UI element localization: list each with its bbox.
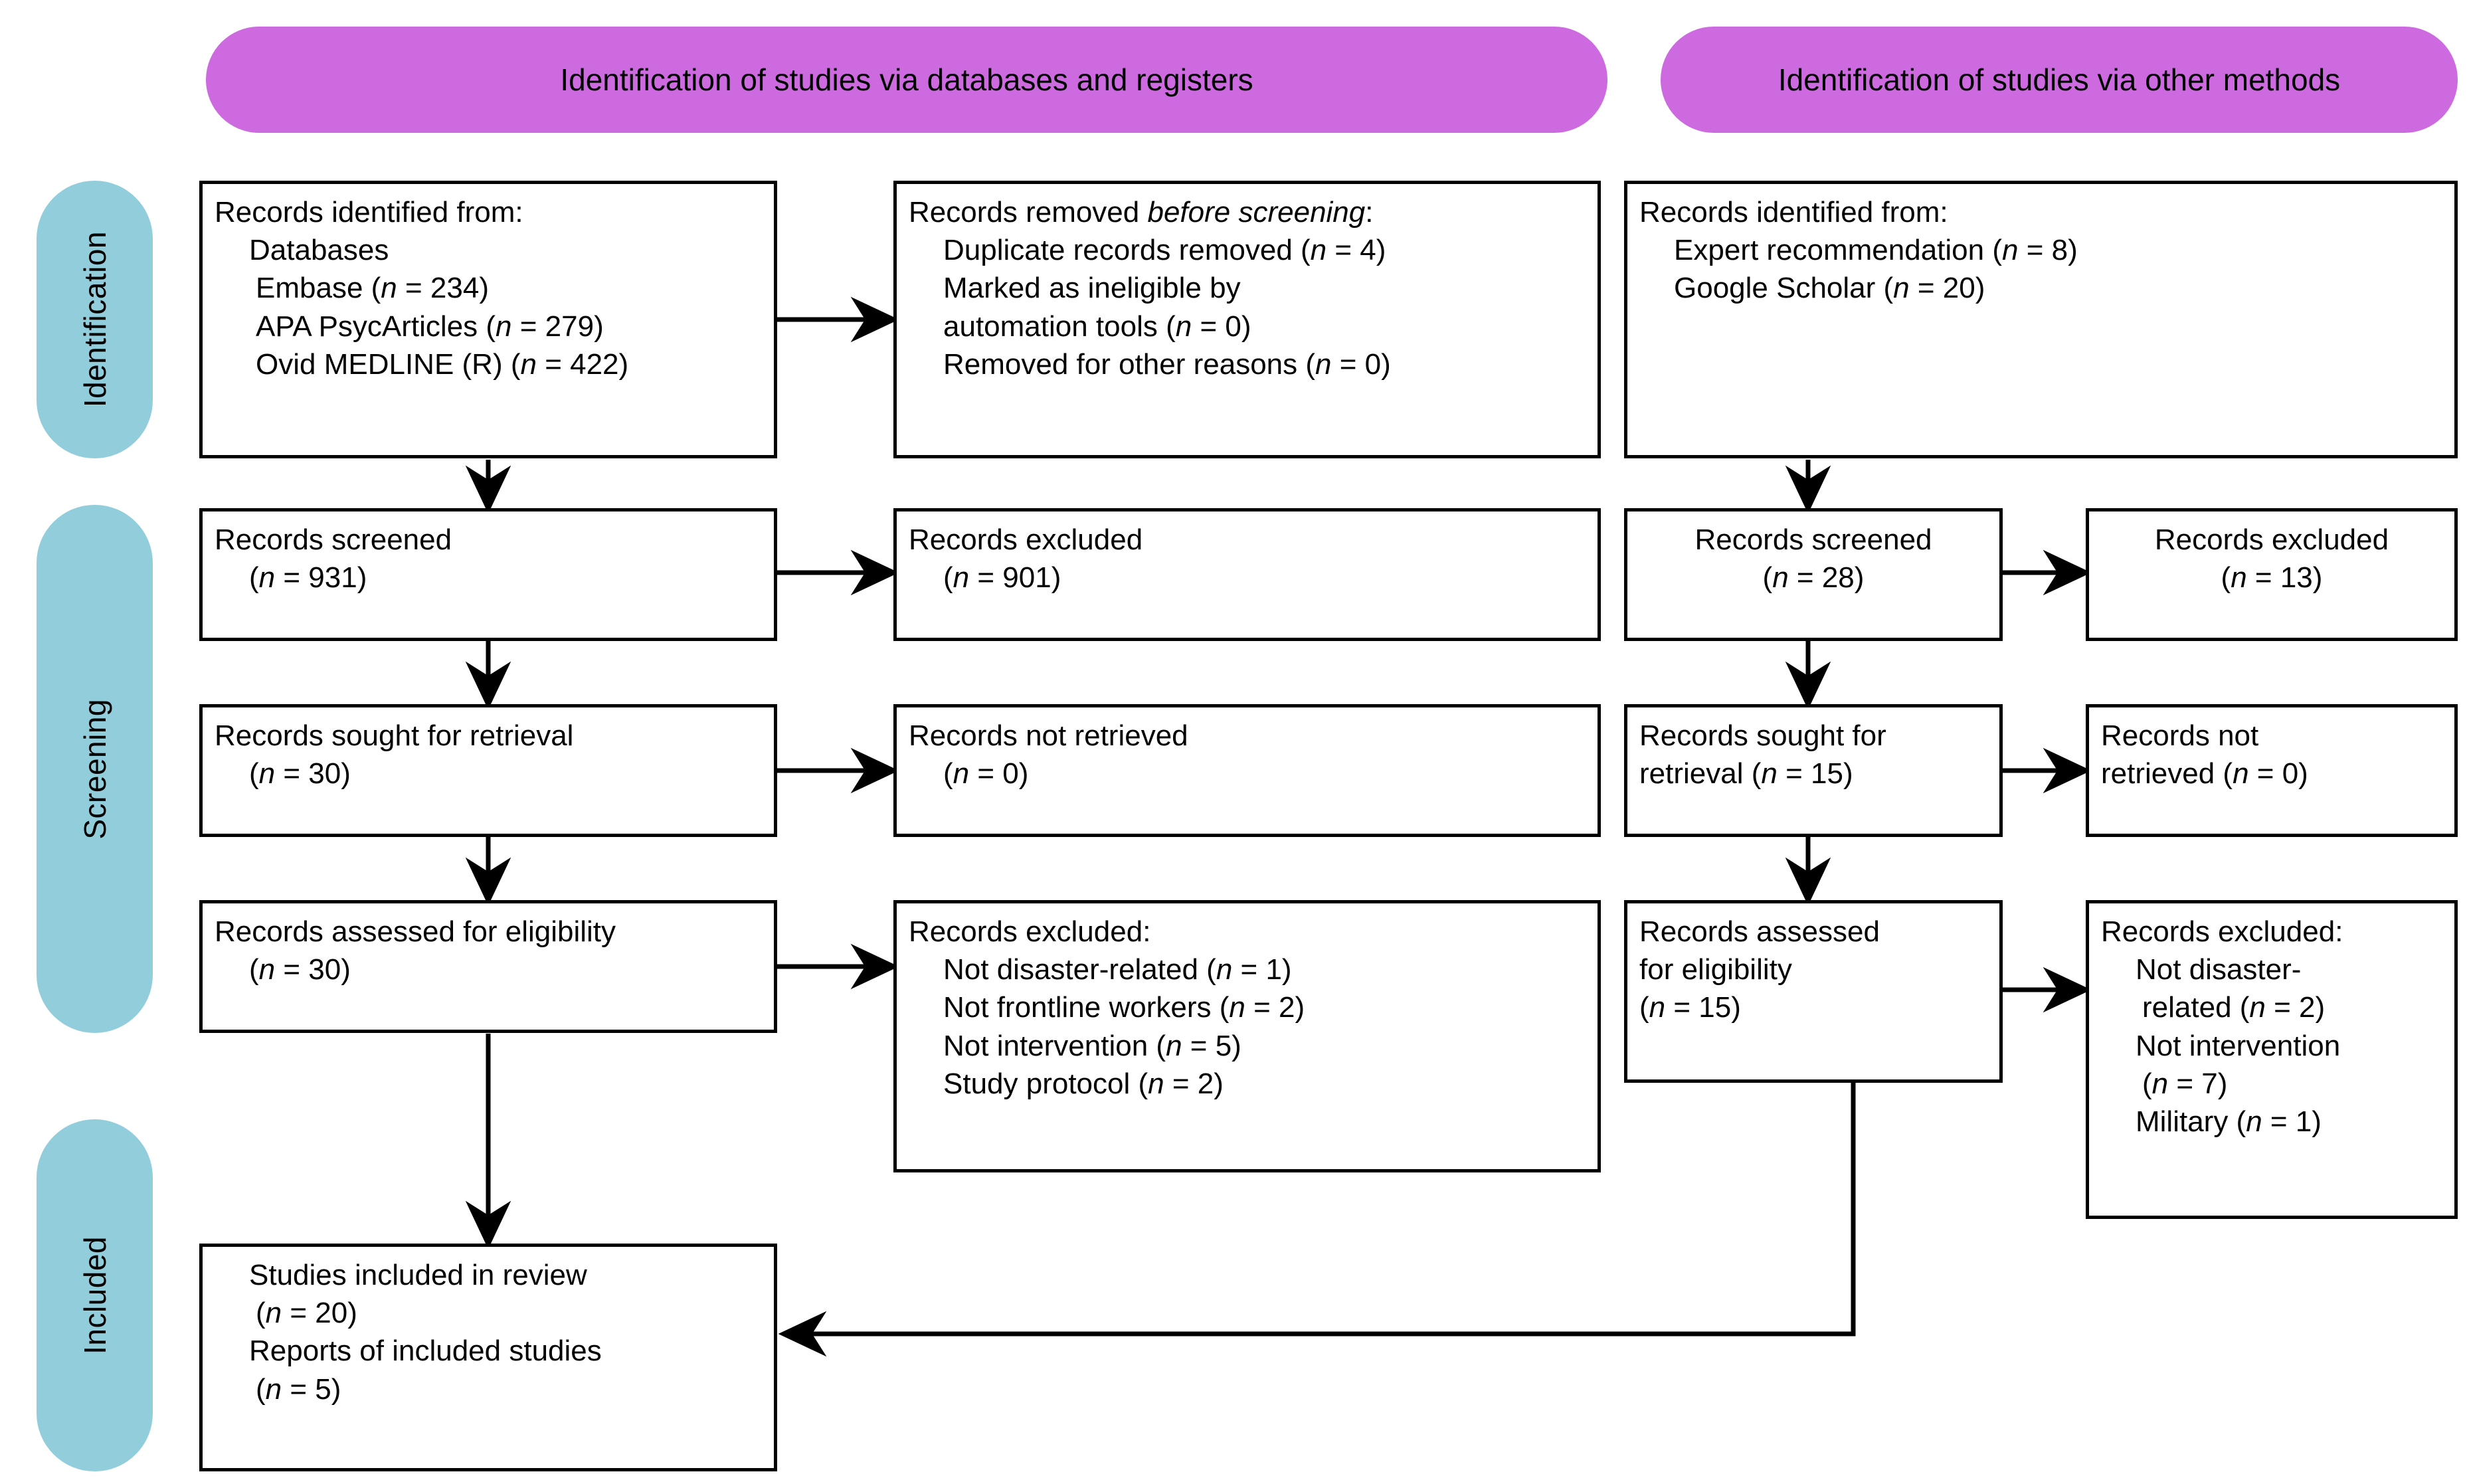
box-line: Records not [2101, 719, 2259, 752]
box-line: Records excluded: [2101, 915, 2343, 948]
box-records-assessed-databases: Records assessed for eligibility (n = 30… [199, 900, 777, 1033]
box-line: Records excluded [2154, 523, 2389, 556]
box-records-not-retrieved-databases: Records not retrieved (n = 0) [893, 704, 1601, 837]
box-line: Not disaster- [2136, 953, 2302, 986]
box-line: (n = 30) [249, 953, 351, 986]
box-line: Military (n = 1) [2136, 1105, 2322, 1138]
box-line: (n = 28) [1762, 561, 1865, 595]
box-line: Records assessed for eligibility [215, 915, 616, 948]
box-line: (n = 0) [943, 757, 1029, 790]
box-records-identified-databases: Records identified from: Databases Embas… [199, 181, 777, 458]
box-line: Databases [249, 234, 389, 267]
box-line: Not disaster-related (n = 1) [943, 953, 1292, 986]
header-pill-databases: Identification of studies via databases … [206, 27, 1607, 133]
box-line: (n = 15) [1639, 991, 1741, 1024]
box-line: for eligibility [1639, 953, 1792, 986]
box-line: (n = 30) [249, 757, 351, 790]
stage-pill-screening: Screening [37, 505, 153, 1033]
box-line: retrieved (n = 0) [2101, 757, 2308, 790]
box-line: (n = 901) [943, 561, 1061, 595]
box-line: Records assessed [1639, 915, 1880, 948]
box-line: Reports of included studies [249, 1335, 602, 1368]
box-line: Not intervention (n = 5) [943, 1029, 1241, 1062]
box-records-excluded-eligibility-databases: Records excluded: Not disaster-related (… [893, 900, 1601, 1172]
box-line: Ovid MEDLINE (R) (n = 422) [256, 347, 629, 381]
stage-pill-included-label: Included [77, 1236, 112, 1354]
box-line: Records not retrieved [909, 719, 1188, 752]
box-line: Removed for other reasons (n = 0) [943, 347, 1391, 381]
box-line: related (n = 2) [2142, 991, 2326, 1024]
box-records-screened-databases: Records screened (n = 931) [199, 508, 777, 641]
box-line: (n = 7) [2142, 1067, 2228, 1100]
box-line: Records removed before screening: [909, 196, 1374, 229]
box-records-sought-other: Records sought for retrieval (n = 15) [1624, 704, 2003, 837]
stage-pill-identification-label: Identification [77, 231, 112, 408]
header-pill-other-methods: Identification of studies via other meth… [1661, 27, 2458, 133]
box-line: automation tools (n = 0) [943, 310, 1251, 343]
box-line: Google Scholar (n = 20) [1674, 272, 1985, 305]
box-line: Studies included in review [249, 1259, 587, 1291]
box-line: (n = 13) [2221, 561, 2323, 595]
box-line: Records sought for retrieval [215, 719, 574, 752]
box-line: Records screened [215, 523, 452, 556]
box-line: Records sought for [1639, 719, 1886, 752]
box-line: Not frontline workers (n = 2) [943, 991, 1305, 1024]
box-line: Expert recommendation (n = 8) [1674, 234, 2078, 267]
box-line: Duplicate records removed (n = 4) [943, 234, 1386, 267]
box-records-excluded-eligibility-other: Records excluded: Not disaster- related … [2086, 900, 2458, 1219]
box-studies-included: Studies included in review (n = 20) Repo… [199, 1244, 777, 1471]
box-line: (n = 931) [249, 561, 367, 595]
box-line: APA PsycArticles (n = 279) [256, 310, 604, 343]
box-records-assessed-other: Records assessed for eligibility (n = 15… [1624, 900, 2003, 1083]
box-line: Study protocol (n = 2) [943, 1067, 1224, 1100]
stage-pill-included: Included [37, 1119, 153, 1471]
box-line: Records identified from: [1639, 196, 1948, 229]
stage-pill-identification: Identification [37, 181, 153, 458]
header-pill-databases-label: Identification of studies via databases … [560, 62, 1253, 97]
box-records-excluded-screening-other: Records excluded (n = 13) [2086, 508, 2458, 641]
box-records-not-retrieved-other: Records not retrieved (n = 0) [2086, 704, 2458, 837]
box-records-identified-other: Records identified from: Expert recommen… [1624, 181, 2458, 458]
box-records-screened-other: Records screened (n = 28) [1624, 508, 2003, 641]
box-records-removed-before-screening: Records removed before screening: Duplic… [893, 181, 1601, 458]
box-line: Marked as ineligible by [943, 272, 1241, 305]
box-records-sought-databases: Records sought for retrieval (n = 30) [199, 704, 777, 837]
box-line: Records excluded: [909, 915, 1151, 948]
stage-pill-screening-label: Screening [77, 698, 112, 840]
header-pill-other-methods-label: Identification of studies via other meth… [1778, 62, 2341, 97]
box-line: retrieval (n = 15) [1639, 757, 1853, 790]
box-line: Records screened [1694, 523, 1932, 556]
box-line: Records excluded [909, 523, 1143, 556]
box-line: (n = 20) [256, 1297, 357, 1330]
box-line: (n = 5) [256, 1372, 341, 1406]
box-records-excluded-screening-databases: Records excluded (n = 901) [893, 508, 1601, 641]
box-line: Not intervention [2136, 1029, 2341, 1062]
box-line: Records identified from: [215, 196, 523, 229]
box-line: Embase (n = 234) [256, 272, 489, 305]
